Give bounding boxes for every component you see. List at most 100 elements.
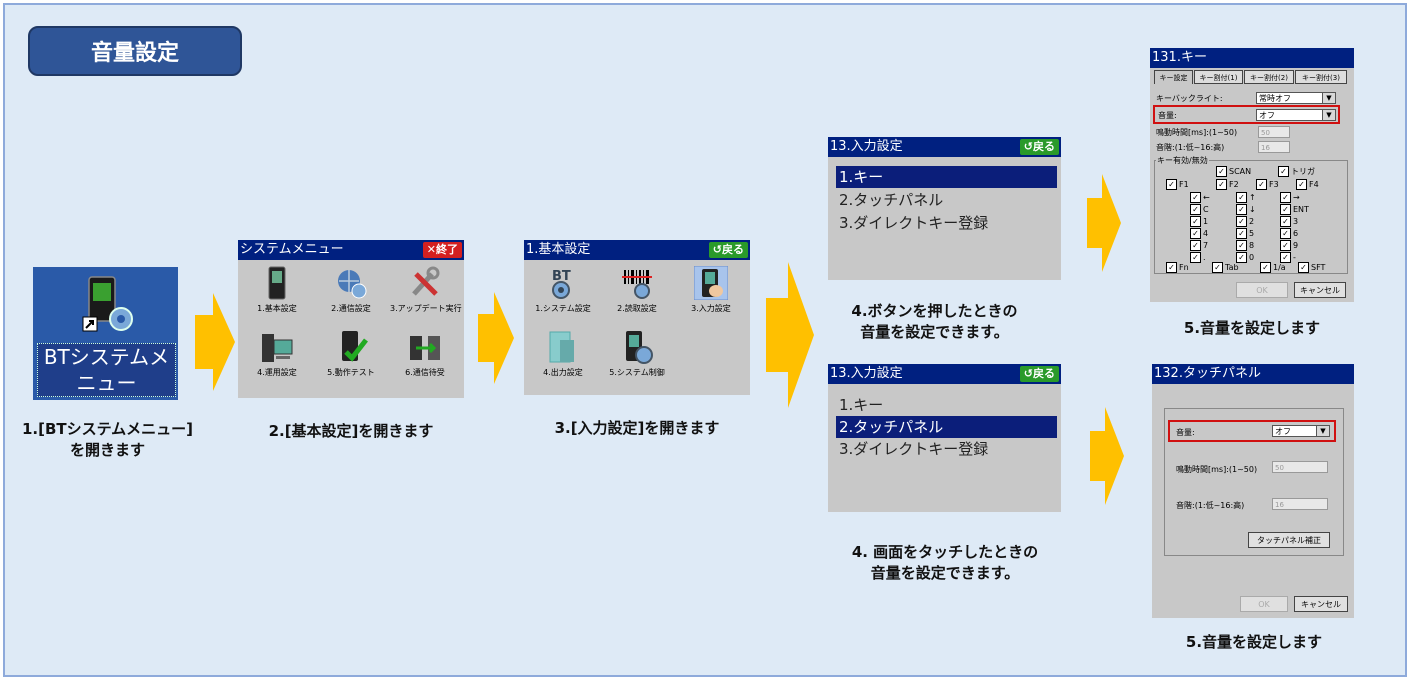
back-button[interactable]: ↺戻る [708,242,748,258]
tab-key-assign-1[interactable]: キー割付(1) [1194,70,1243,84]
key-checkbox-label: 7 [1203,241,1209,250]
menu-item-3[interactable]: 3.入力設定 [676,266,746,314]
key-checkbox[interactable]: ✓2 [1236,216,1254,227]
key-checkbox[interactable]: ✓9 [1280,240,1298,251]
tab-key-assign-3[interactable]: キー割付(3) [1295,70,1347,84]
key-checkbox[interactable]: ✓- [1280,252,1296,263]
menu-item-4[interactable]: 4.運用設定 [242,330,312,378]
key-checkbox-label: . [1203,253,1206,262]
menu-item-touch-panel[interactable]: 2.タッチパネル [836,416,1057,438]
page-title: 音量設定 [28,26,242,76]
chevron-down-icon: ▼ [1322,110,1335,120]
menu-item-4[interactable]: 4.出力設定 [528,330,598,378]
ok-button[interactable]: OK [1236,282,1288,298]
back-button[interactable]: ↺戻る [1019,139,1059,155]
key-checkbox[interactable]: ✓← [1190,192,1210,203]
key-checkbox[interactable]: ✓F4 [1296,179,1319,190]
tab-key-assign-2[interactable]: キー割付(2) [1244,70,1294,84]
input-settings-screen-key: 13.入力設定 ↺戻る 1.キー 2.タッチパネル 3.ダイレクトキー登録 [828,137,1061,280]
exit-button[interactable]: ✕終了 [422,242,462,258]
menu-item-5[interactable]: 5.システム制御 [602,330,672,378]
checkmark-icon: ✓ [1280,192,1291,203]
checkmark-icon: ✓ [1190,216,1201,227]
key-checkbox-label: C [1203,205,1209,214]
menu-item-5[interactable]: 5.動作テスト [316,330,386,378]
pitch-spinner[interactable]: 16 [1258,141,1290,153]
key-checkbox-label: 2 [1249,217,1255,226]
key-checkbox[interactable]: ✓Fn [1166,262,1189,273]
duration-spinner[interactable]: 50 [1272,461,1328,473]
barcode-gear-icon [622,270,652,299]
ok-button[interactable]: OK [1240,596,1288,612]
cancel-button[interactable]: キャンセル [1294,596,1348,612]
output-icon [549,331,574,363]
pitch-spinner[interactable]: 16 [1272,498,1328,510]
checkmark-icon: ✓ [1260,262,1271,273]
menu-item-label: 1.システム設定 [535,304,591,313]
chevron-down-icon: ▼ [1322,93,1335,103]
checkmark-icon: ✓ [1190,252,1201,263]
menu-item-2[interactable]: 2.通信設定 [316,266,386,314]
key-checkbox[interactable]: ✓Tab [1212,262,1239,273]
menu-item-6[interactable]: 6.通信待受 [390,330,460,378]
key-checkbox-label: 4 [1203,229,1209,238]
menu-item-direct-key[interactable]: 3.ダイレクトキー登録 [839,214,989,232]
key-checkbox[interactable]: ✓→ [1280,192,1300,203]
key-checkbox[interactable]: ✓↑ [1236,192,1256,203]
bt-system-menu-shortcut[interactable]: BTシステムメニュー [33,267,178,400]
key-checkbox-label: SFT [1311,263,1326,272]
key-checkbox[interactable]: ✓3 [1280,216,1298,227]
touch-panel-calibrate-button[interactable]: タッチパネル補正 [1248,532,1330,548]
key-checkbox[interactable]: ✓ENT [1280,204,1309,215]
tab-key-settings[interactable]: キー設定 [1154,70,1193,84]
key-checkbox[interactable]: ✓. [1190,252,1206,263]
key-checkbox[interactable]: ✓トリガ [1278,166,1315,177]
checkmark-icon: ✓ [1280,228,1291,239]
key-checkbox[interactable]: ✓F1 [1166,179,1189,190]
key-checkbox[interactable]: ✓4 [1190,228,1208,239]
key-checkbox[interactable]: ✓7 [1190,240,1208,251]
key-checkbox-label: F4 [1309,180,1319,189]
backlight-select[interactable]: 常時オフ▼ [1256,92,1336,104]
checkmark-icon: ✓ [1280,204,1291,215]
back-button[interactable]: ↺戻る [1019,366,1059,382]
key-checkbox-label: 9 [1293,241,1299,250]
key-checkbox[interactable]: ✓0 [1236,252,1254,263]
volume-select[interactable]: オフ▼ [1272,425,1330,437]
menu-item-touch-panel[interactable]: 2.タッチパネル [839,191,944,209]
key-checkbox[interactable]: ✓1 [1190,216,1208,227]
key-checkbox[interactable]: ✓↓ [1236,204,1256,215]
window-title: システムメニュー [238,240,464,260]
menu-item-2[interactable]: 2.読取設定 [602,266,672,314]
duration-spinner[interactable]: 50 [1258,126,1290,138]
key-checkbox[interactable]: ✓5 [1236,228,1254,239]
key-checkbox[interactable]: ✓C [1190,204,1209,215]
key-checkbox[interactable]: ✓SCAN [1216,166,1251,177]
key-checkbox[interactable]: ✓SFT [1298,262,1325,273]
menu-item-1[interactable]: 1.基本設定 [242,266,312,314]
key-checkbox-label: - [1293,253,1296,262]
step4a-caption: 4.ボタンを押したときの 音量を設定できます。 [851,302,1018,341]
cancel-button[interactable]: キャンセル [1294,282,1346,298]
menu-item-3[interactable]: 3.アップデート実行 [390,266,462,314]
menu-item-key[interactable]: 1.キー [839,396,884,414]
key-checkbox-label: トリガ [1291,167,1315,176]
key-checkbox[interactable]: ✓6 [1280,228,1298,239]
key-checkbox-label: ↑ [1249,193,1256,202]
menu-item-key[interactable]: 1.キー [836,166,1057,188]
key-checkbox[interactable]: ✓F3 [1256,179,1279,190]
key-checkbox-label: → [1293,193,1300,202]
key-checkbox[interactable]: ✓F2 [1216,179,1239,190]
arrow-right-icon [766,262,814,408]
key-checkbox[interactable]: ✓8 [1236,240,1254,251]
checkmark-icon: ✓ [1280,240,1291,251]
volume-select[interactable]: オフ▼ [1256,109,1336,121]
menu-item-label: 3.アップデート実行 [390,304,462,313]
globe-gear-icon [338,270,367,299]
bt-system-menu-label: BTシステムメニュー [37,343,176,397]
arrow-right-icon [478,292,514,384]
key-checkbox[interactable]: ✓1/a [1260,262,1286,273]
key-checkbox-label: Fn [1179,263,1189,272]
menu-item-direct-key[interactable]: 3.ダイレクトキー登録 [839,440,989,458]
